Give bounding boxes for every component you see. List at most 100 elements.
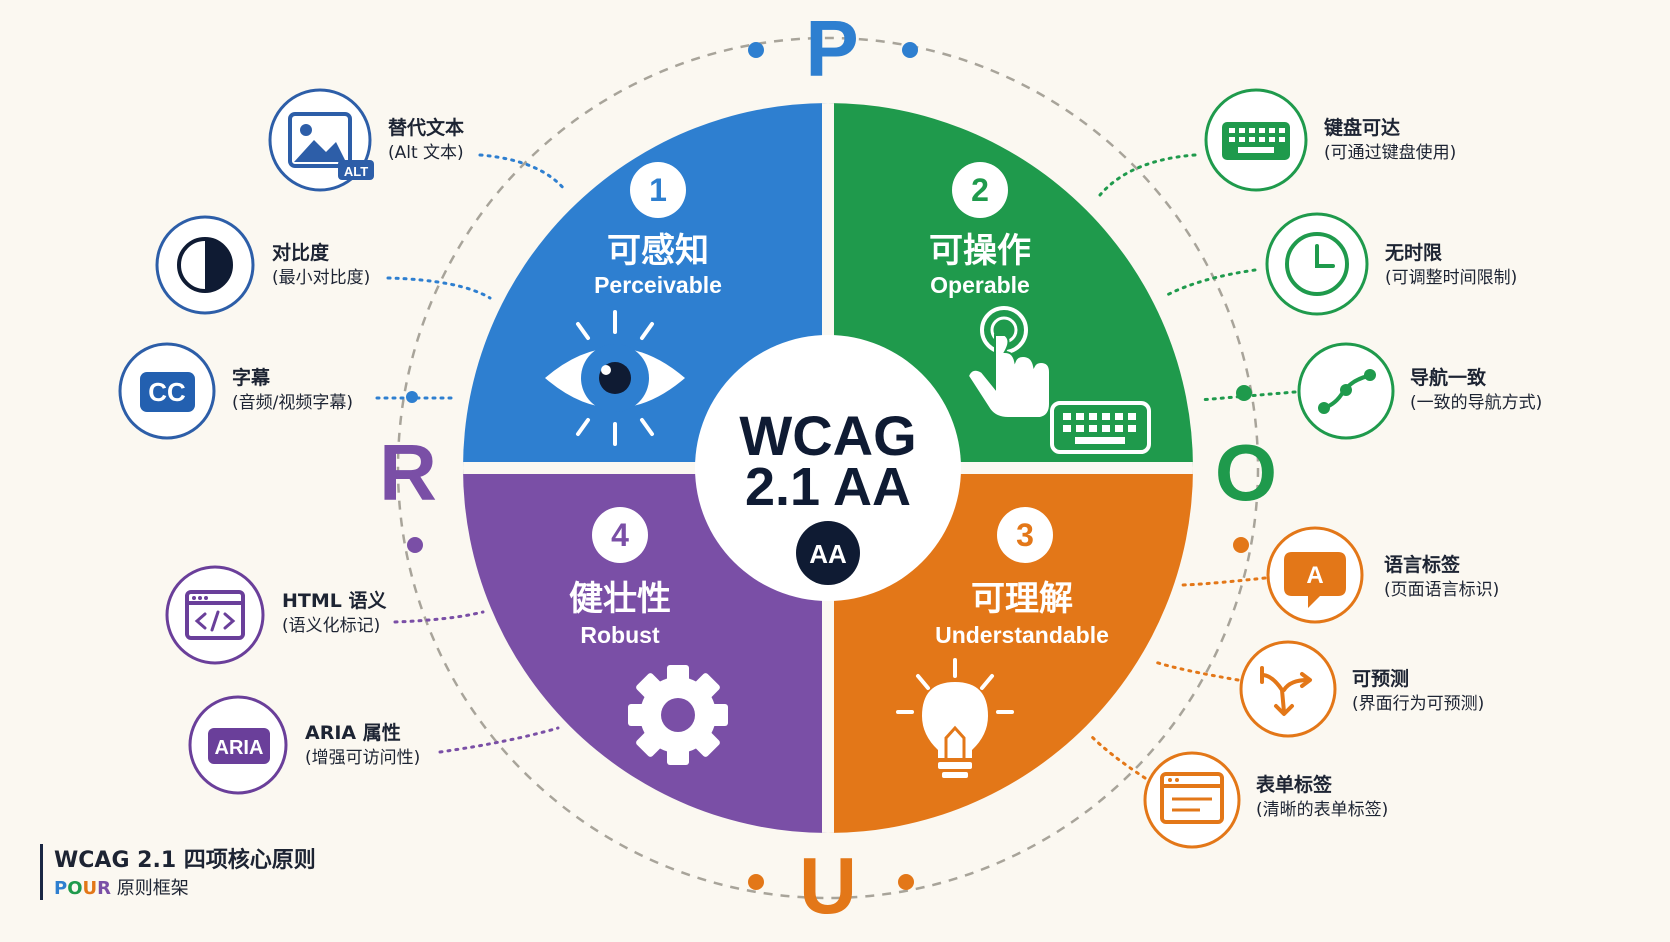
footer-accent-bar: [40, 844, 43, 900]
pour-letter-r: R: [379, 428, 437, 517]
center-circle: [695, 335, 961, 601]
aa-badge-bg: [796, 521, 860, 585]
number-circle: [592, 507, 648, 563]
feature-language: 语言标签 (页面语言标识): [1384, 552, 1499, 602]
quadrant-number: 1: [649, 172, 667, 208]
feature-html-semantics: HTML 语义 (语义化标记): [282, 588, 387, 638]
pour-letter-p: P: [805, 4, 858, 93]
pour-letter-o: O: [1215, 428, 1277, 517]
connector-line: [1088, 733, 1147, 780]
outer-dashed-ring: [396, 36, 1260, 900]
feature-title: 键盘可达: [1324, 117, 1401, 139]
feature-title: HTML 语义: [282, 590, 387, 612]
aa-badge: AA: [809, 539, 847, 569]
connector-line: [478, 153, 567, 192]
feature-sub: (界面行为可预测): [1352, 694, 1485, 714]
footer-subtitle-text: 原则框架: [116, 878, 189, 899]
pour-u: U: [82, 878, 98, 899]
feature-aria: ARIA 属性 (增强可访问性): [305, 720, 420, 770]
quadrant-title-cn: 可感知: [607, 232, 709, 270]
connector-line: [1198, 390, 1297, 402]
feature-predictable: 可预测 (界面行为可预测): [1352, 666, 1484, 716]
feature-sub: (页面语言标识): [1384, 580, 1500, 600]
quadrant-title-en: Operable: [930, 272, 1030, 298]
connector-line: [386, 276, 492, 300]
pour-o: O: [67, 878, 83, 899]
predictable-arrows-icon: [1260, 666, 1312, 716]
quadrant-title-cn: 可操作: [929, 232, 1031, 270]
quadrant-number: 2: [971, 172, 989, 208]
eye-icon: [576, 310, 654, 446]
alt-badge-text: ALT: [344, 164, 368, 179]
ring-dot: [748, 874, 764, 890]
quadrant-title-cn: 可理解: [971, 580, 1073, 618]
connector-line: [1098, 153, 1197, 197]
feature-form-labels: 表单标签 (清晰的表单标签): [1256, 772, 1388, 822]
feature-sub: (增强可访问性): [305, 748, 421, 768]
predictable-icon-circle: [1239, 640, 1337, 738]
image-icon: [288, 112, 374, 180]
center-title-line1: WCAG: [739, 404, 916, 467]
navigation-path-icon: [1318, 369, 1376, 414]
quadrant-number: 3: [1016, 517, 1034, 553]
feature-sub: (语义化标记): [282, 616, 381, 636]
connector-line: [438, 726, 560, 754]
feature-alt-text: 替代文本 (Alt 文本): [388, 115, 464, 165]
feature-title: 可预测: [1352, 668, 1410, 690]
quadrant-title-en: Perceivable: [594, 272, 722, 298]
ring-dot: [902, 42, 918, 58]
html-icon-circle: [165, 565, 265, 665]
feature-sub: (最小对比度): [272, 268, 371, 288]
feature-title: 表单标签: [1256, 774, 1333, 796]
cc-icon-text: CC: [148, 377, 186, 407]
feature-title: ARIA 属性: [305, 722, 401, 744]
footer-subtitle: POUR 原则框架: [54, 874, 189, 900]
code-window-icon: [185, 590, 245, 640]
number-circle: [997, 507, 1053, 563]
quadrant-title-en: Understandable: [935, 622, 1109, 648]
lightbulb-icon: [896, 658, 1014, 778]
ring-dot: [748, 42, 764, 58]
pour-p: P: [54, 878, 68, 899]
keyboard-small-icon: [1050, 401, 1151, 454]
feature-sub: (可调整时间限制): [1385, 268, 1518, 288]
feature-title: 替代文本: [388, 117, 465, 139]
feature-sub: (可通过键盘使用): [1324, 143, 1457, 163]
feature-sub: (清晰的表单标签): [1256, 800, 1389, 820]
language-icon-text: A: [1306, 562, 1323, 589]
connector-line: [1178, 576, 1267, 587]
feature-sub: (一致的导航方式): [1410, 393, 1543, 413]
feature-title: 语言标签: [1384, 554, 1461, 576]
aria-icon: [208, 728, 270, 764]
feature-contrast: 对比度 (最小对比度): [272, 240, 370, 290]
footer-title: WCAG 2.1 四项核心原则: [54, 848, 316, 873]
number-circle: [630, 162, 686, 218]
form-icon: [1160, 772, 1224, 824]
feature-title: 对比度: [272, 242, 330, 264]
connector-line: [1165, 268, 1257, 297]
ring-dot: [407, 537, 423, 553]
feature-captions: 字幕 (音频/视频字幕): [232, 365, 353, 415]
feature-keyboard: 键盘可达 (可通过键盘使用): [1324, 115, 1456, 165]
connector-line: [1153, 660, 1240, 682]
quadrant-number: 4: [611, 517, 629, 553]
feature-no-time-limit: 无时限 (可调整时间限制): [1385, 240, 1517, 290]
pour-letter-u: U: [799, 841, 857, 930]
feature-title: 导航一致: [1410, 367, 1487, 389]
feature-title: 字幕: [232, 367, 271, 389]
ring-dot: [1233, 537, 1249, 553]
ring-dot: [1236, 385, 1252, 401]
contrast-icon: [177, 237, 233, 293]
aria-icon-text: ARIA: [215, 737, 264, 759]
number-circle: [952, 162, 1008, 218]
gear-icon: [628, 665, 728, 765]
quadrant-title-en: Robust: [580, 622, 660, 648]
language-icon: [1284, 552, 1346, 608]
captions-icon: [140, 372, 195, 412]
feature-sub: (音频/视频字幕): [232, 393, 353, 413]
feature-sub: (Alt 文本): [388, 143, 464, 163]
feature-navigation: 导航一致 (一致的导航方式): [1410, 365, 1542, 415]
ring-dot: [898, 874, 914, 890]
center-title-line2: 2.1 AA: [745, 457, 911, 517]
